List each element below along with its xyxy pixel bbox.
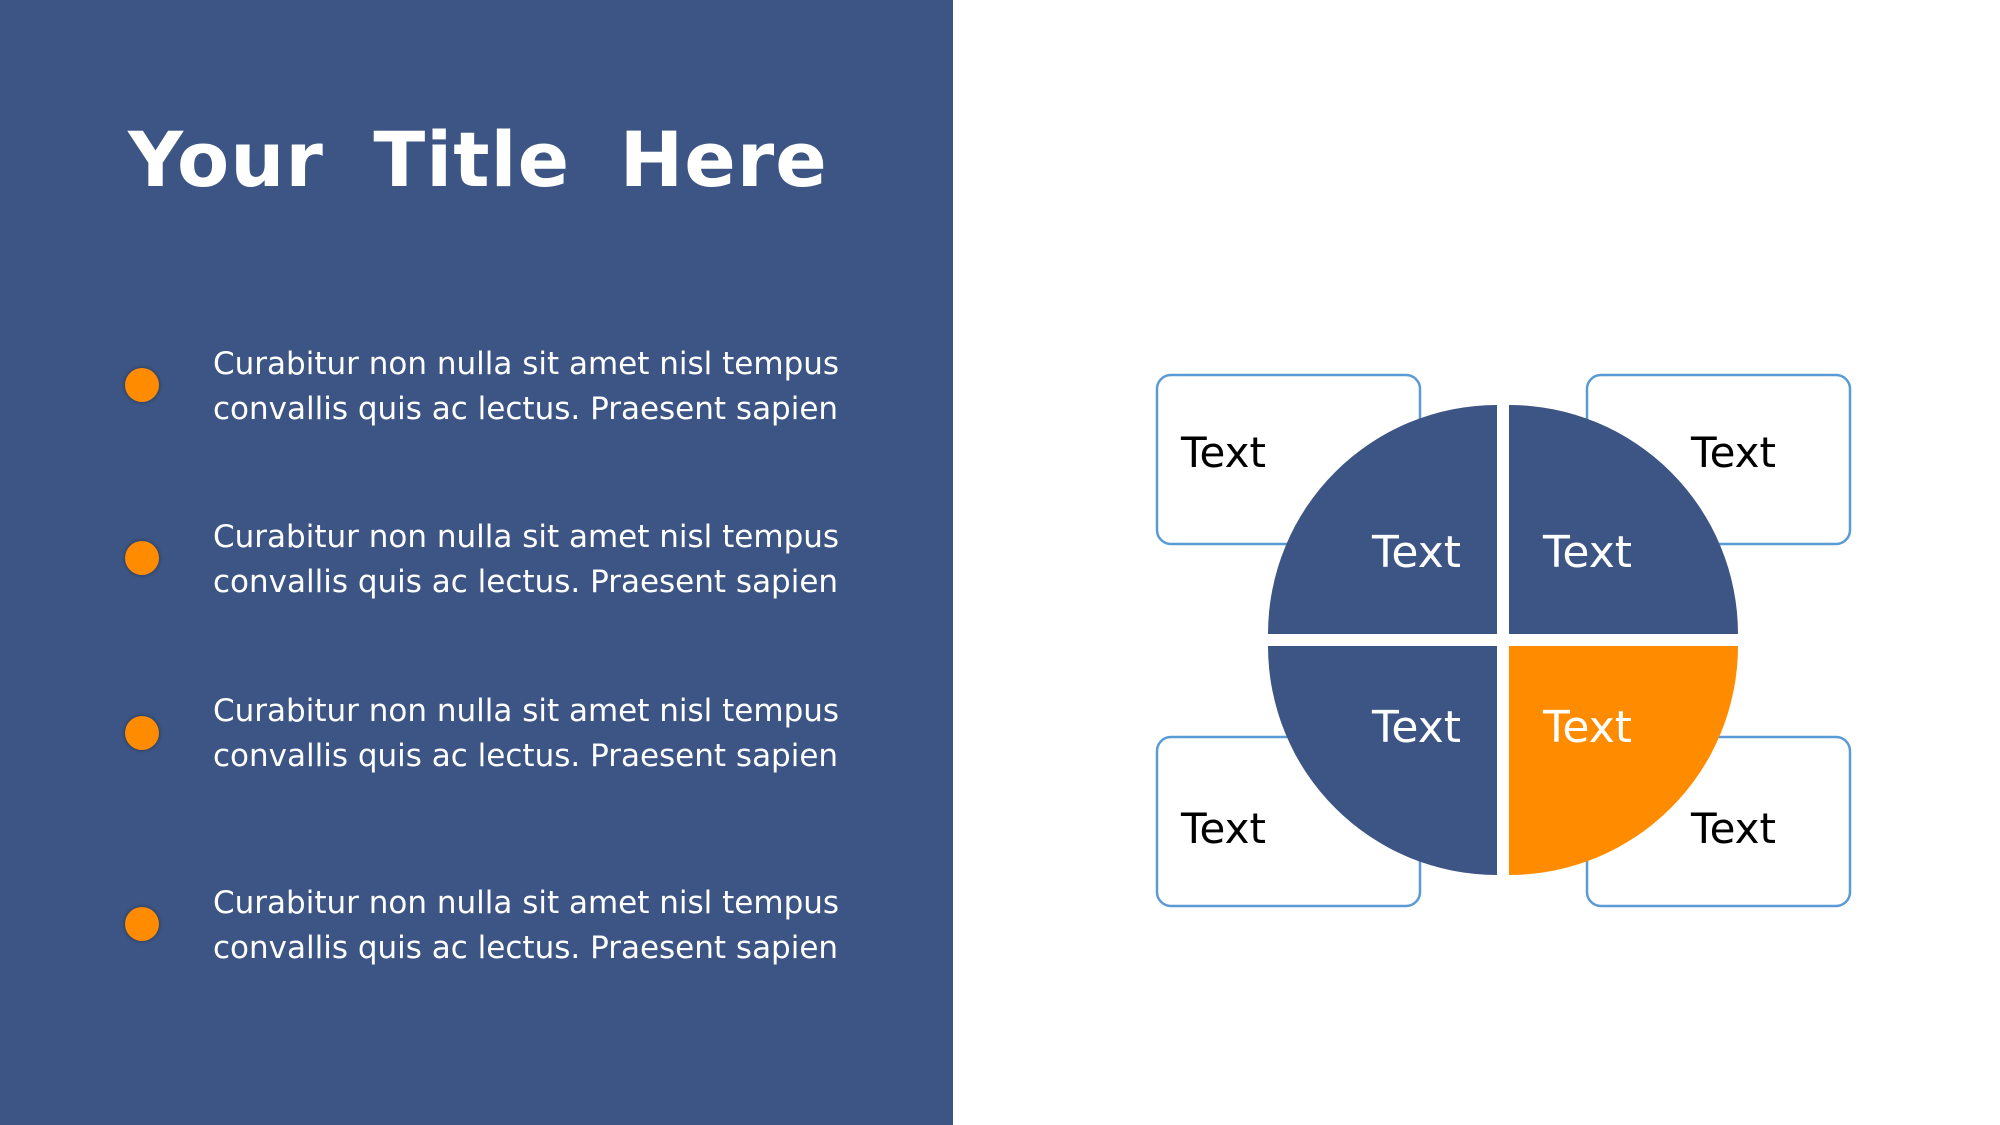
- bullet-text: Curabitur non nulla sit amet nisl tempus…: [213, 885, 840, 966]
- bullet-dot-icon: [125, 716, 159, 750]
- bullet-text: Curabitur non nulla sit amet nisl tempus…: [213, 519, 840, 600]
- bullet-dot-icon: [125, 907, 159, 941]
- quadrant-bottom-left: [1268, 646, 1497, 875]
- box-label-bottom-left: Text: [1180, 804, 1266, 853]
- left-panel: [0, 0, 953, 1125]
- slide-title: Your Title Here: [128, 115, 828, 204]
- bullet-text: Curabitur non nulla sit amet nisl tempus…: [213, 346, 840, 427]
- box-label-bottom-right: Text: [1690, 804, 1776, 853]
- bullet-list: Curabitur non nulla sit amet nisl tempus…: [0, 0, 953, 1125]
- box-label-top-left: Text: [1180, 428, 1266, 477]
- bullet-dot-icon: [125, 541, 159, 575]
- bullet-text: Curabitur non nulla sit amet nisl tempus…: [213, 693, 840, 774]
- quadrant-top-left: [1268, 405, 1497, 634]
- bullet-dot-icon: [125, 368, 159, 402]
- quadrant-label-top-left: Text: [1371, 527, 1461, 578]
- quadrant-label-bottom-right: Text: [1542, 702, 1632, 753]
- quadrant-bottom-right: [1509, 646, 1738, 875]
- quadrant-top-right: [1509, 405, 1738, 634]
- box-label-top-right: Text: [1690, 428, 1776, 477]
- quadrant-label-bottom-left: Text: [1371, 702, 1461, 753]
- quadrant-label-top-right: Text: [1542, 527, 1632, 578]
